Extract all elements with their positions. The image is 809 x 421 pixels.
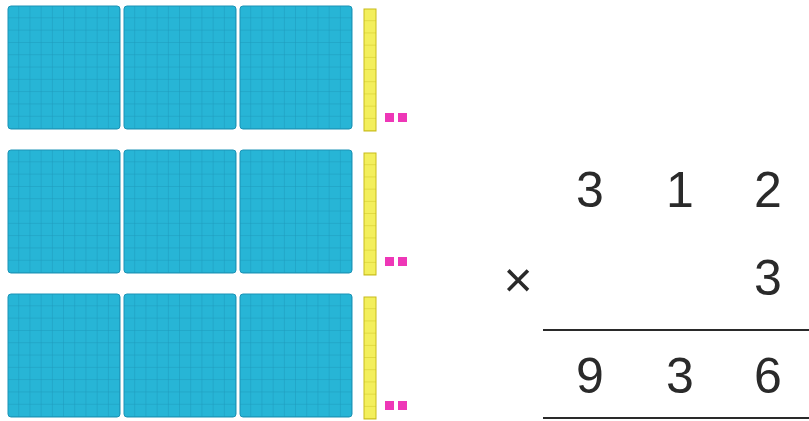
- ten-rod: [364, 9, 376, 131]
- digit: 6: [754, 351, 782, 401]
- unit-cubes: [385, 401, 407, 410]
- hundred-flat: [124, 294, 236, 417]
- hundred-flat: [8, 6, 120, 129]
- hundred-flat: [240, 150, 352, 273]
- operator: ×: [503, 255, 532, 305]
- digit: 2: [754, 165, 782, 215]
- digit: 1: [666, 165, 694, 215]
- hundred-flat: [8, 150, 120, 273]
- unit-cubes: [385, 257, 407, 266]
- digit: 3: [666, 351, 694, 401]
- sum-rule: [543, 329, 809, 331]
- hundred-flat: [124, 6, 236, 129]
- unit-cubes: [385, 113, 407, 122]
- ten-rod: [364, 297, 376, 419]
- hundred-flat: [124, 150, 236, 273]
- hundred-flat: [240, 294, 352, 417]
- digit: 3: [754, 253, 782, 303]
- hundred-flat: [240, 6, 352, 129]
- hundred-flat: [8, 294, 120, 417]
- sum-rule: [543, 417, 809, 419]
- ten-rod: [364, 153, 376, 275]
- digit: 3: [576, 165, 604, 215]
- digit: 9: [576, 351, 604, 401]
